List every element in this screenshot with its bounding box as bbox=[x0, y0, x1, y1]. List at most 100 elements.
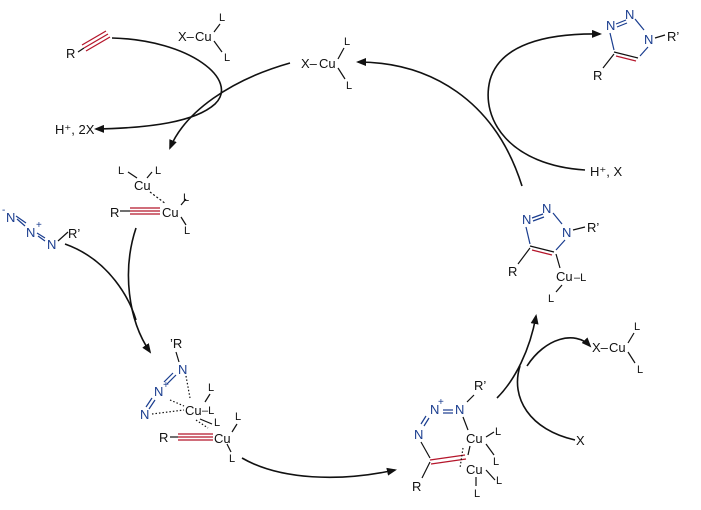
alkyne-triple-bond-2 bbox=[81, 30, 107, 46]
alkyne-triple-bond-3 bbox=[85, 36, 111, 52]
released-cu-label: Cu bbox=[609, 340, 626, 355]
metallacycle-cu-c-bond bbox=[467, 445, 471, 456]
complex-n-plus: N bbox=[154, 384, 163, 399]
complex-l-5: L bbox=[229, 453, 235, 465]
arrow-acetylide-to-azide-complex bbox=[127, 227, 152, 354]
alkyne-r-label: R bbox=[66, 46, 75, 61]
metallacycle-n-plus: N bbox=[430, 402, 439, 417]
azide-n-1: N bbox=[6, 210, 15, 225]
xcul2-catalyst: X– Cu L L bbox=[301, 36, 352, 92]
triazolide-l-bottom: L bbox=[548, 293, 554, 305]
product-r-prime-label: R’ bbox=[667, 29, 679, 44]
arrow-triazolide-to-catalyst bbox=[356, 58, 523, 187]
product-n-3: N bbox=[644, 32, 653, 47]
acetylide-l-1: L bbox=[118, 165, 124, 177]
metallacycle-bond-l2 bbox=[485, 443, 495, 456]
complex-bond-l-5 bbox=[226, 443, 232, 453]
alkyne-r-bond bbox=[77, 47, 85, 53]
complex-bond-l-4 bbox=[231, 423, 238, 433]
xcu-x-label: X– bbox=[178, 29, 195, 44]
product-cc-double bbox=[615, 55, 637, 62]
metallacycle-n-left: N bbox=[414, 427, 423, 442]
triazolide-bond-l-bottom bbox=[555, 284, 563, 293]
metallacycle-nn-bond-2b bbox=[423, 417, 430, 427]
xcul2-released: X– Cu L L bbox=[592, 321, 643, 376]
metallacycle-nn-bond-2a bbox=[420, 415, 427, 425]
complex-r-bond bbox=[175, 351, 180, 363]
released-bond-bottom bbox=[627, 351, 636, 364]
metallacycle-n-right: N bbox=[455, 402, 464, 417]
complex-bond-l-mid bbox=[199, 418, 213, 425]
azide-bond-1a bbox=[15, 215, 27, 224]
xcu-bond-bottom bbox=[213, 40, 223, 53]
triazolide-n1-c-bond bbox=[525, 226, 531, 245]
complex-bond-l-top bbox=[204, 393, 211, 403]
acetylide-bond-l2 bbox=[146, 171, 153, 179]
acetylide-cu-top: Cu bbox=[134, 178, 151, 193]
alkyne-triple-bond-1 bbox=[83, 33, 109, 49]
acetylide-l-4: L bbox=[184, 225, 190, 237]
xcu-bond-top bbox=[213, 23, 221, 33]
acetylide-l-2: L bbox=[155, 165, 161, 177]
catalyst-l-top: L bbox=[344, 36, 350, 48]
complex-l-top: L bbox=[208, 382, 214, 394]
catalyst-bond-top bbox=[337, 47, 345, 60]
acetylide-bond-l1 bbox=[127, 171, 138, 179]
catalyst-x-label: X– bbox=[301, 56, 318, 71]
product-r-bond bbox=[602, 53, 615, 69]
catalyst-cu-label: Cu bbox=[319, 56, 336, 71]
complex-cu-cu-dash bbox=[195, 419, 209, 429]
metallacycle-cu-bottom: Cu bbox=[466, 462, 483, 477]
triazolide-cu-l-right: –L bbox=[574, 272, 586, 284]
product-n1-c-bond bbox=[609, 32, 615, 51]
metallacycle-bond-l1 bbox=[485, 431, 495, 438]
product-r-label: R bbox=[593, 68, 602, 83]
triazolide-nn-bond-b bbox=[532, 216, 545, 222]
azide-bond-2a bbox=[36, 232, 46, 239]
triazolide-n-2: N bbox=[542, 201, 551, 216]
arrow-azide-joining bbox=[64, 243, 137, 321]
product-c-c-bond bbox=[613, 51, 639, 59]
triazolide-c-n3-bond bbox=[555, 239, 566, 251]
triazolide-cu-label: Cu bbox=[556, 269, 573, 284]
product-nn-bond-b bbox=[616, 22, 628, 28]
metallacycle-n-c-bond bbox=[420, 441, 431, 459]
acetylide-l-3: L bbox=[183, 192, 189, 204]
copper-triazolide: N N N R’ R Cu –L L bbox=[508, 201, 599, 305]
complex-nn-bond-2a bbox=[145, 397, 153, 408]
triazolide-n-1: N bbox=[522, 212, 531, 227]
triazolide-n-r-bond bbox=[572, 226, 586, 231]
complex-r-label: R bbox=[159, 430, 168, 445]
triazolide-r-label: R bbox=[508, 264, 517, 279]
released-l-bottom: L bbox=[637, 364, 643, 376]
product-n-2: N bbox=[625, 7, 634, 22]
released-l-top: L bbox=[634, 321, 640, 333]
metallacycle-r-prime: R’ bbox=[474, 378, 486, 393]
arrow-x-incoming bbox=[516, 365, 576, 441]
metallacycle-bond-l3 bbox=[485, 469, 496, 481]
triazolide-c-c-bond bbox=[529, 245, 555, 253]
metallacycle-l-1: L bbox=[495, 426, 501, 438]
complex-nn-bond-1b bbox=[163, 372, 174, 383]
complex-n-bottom: N bbox=[140, 407, 149, 422]
copper-metallacycle: R’ N N + N R Cu L L Cu L L bbox=[412, 378, 502, 500]
product-c-n3-bond bbox=[639, 46, 649, 57]
product-n-1: N bbox=[606, 18, 615, 33]
metallacycle-cc-double-b bbox=[430, 458, 467, 465]
complex-nn-bond-1a bbox=[166, 374, 177, 385]
metallacycle-r-label: R bbox=[412, 479, 421, 494]
complex-cu-l-right: –L bbox=[202, 405, 214, 417]
triazolide-n2-n3-bond bbox=[552, 212, 563, 225]
azide-bond-2b bbox=[37, 235, 46, 242]
metallacycle-l-4: L bbox=[474, 488, 480, 500]
acetylide-r-label: R bbox=[110, 205, 119, 220]
metallacycle-cc-double-a bbox=[429, 454, 466, 461]
complex-n-top: N bbox=[178, 362, 187, 377]
complex-nn-bond-2b bbox=[148, 399, 156, 410]
h-plus-x-label: H⁺, X bbox=[590, 164, 622, 179]
terminal-alkyne: R bbox=[66, 30, 111, 61]
complex-cu-bottom: Cu bbox=[214, 431, 231, 446]
complex-l-mid: L bbox=[214, 417, 220, 429]
acetylide-bond-l3 bbox=[180, 198, 187, 206]
azide-n-2: N bbox=[26, 225, 35, 240]
